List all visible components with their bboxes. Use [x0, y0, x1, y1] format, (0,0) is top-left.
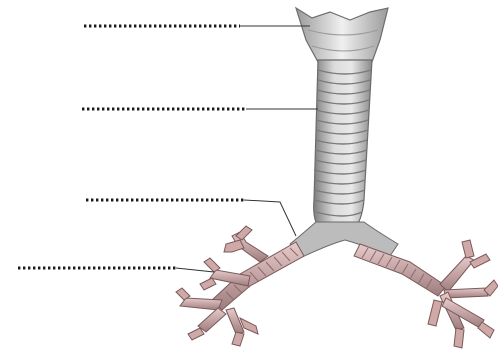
right-bronchial-tree — [354, 240, 498, 348]
label-leader-4 — [18, 268, 214, 272]
larynx — [296, 8, 388, 62]
left-bronchial-tree — [176, 226, 304, 346]
trachea — [314, 60, 372, 232]
label-leader-3 — [86, 200, 296, 236]
label-pointer-4 — [176, 268, 214, 272]
